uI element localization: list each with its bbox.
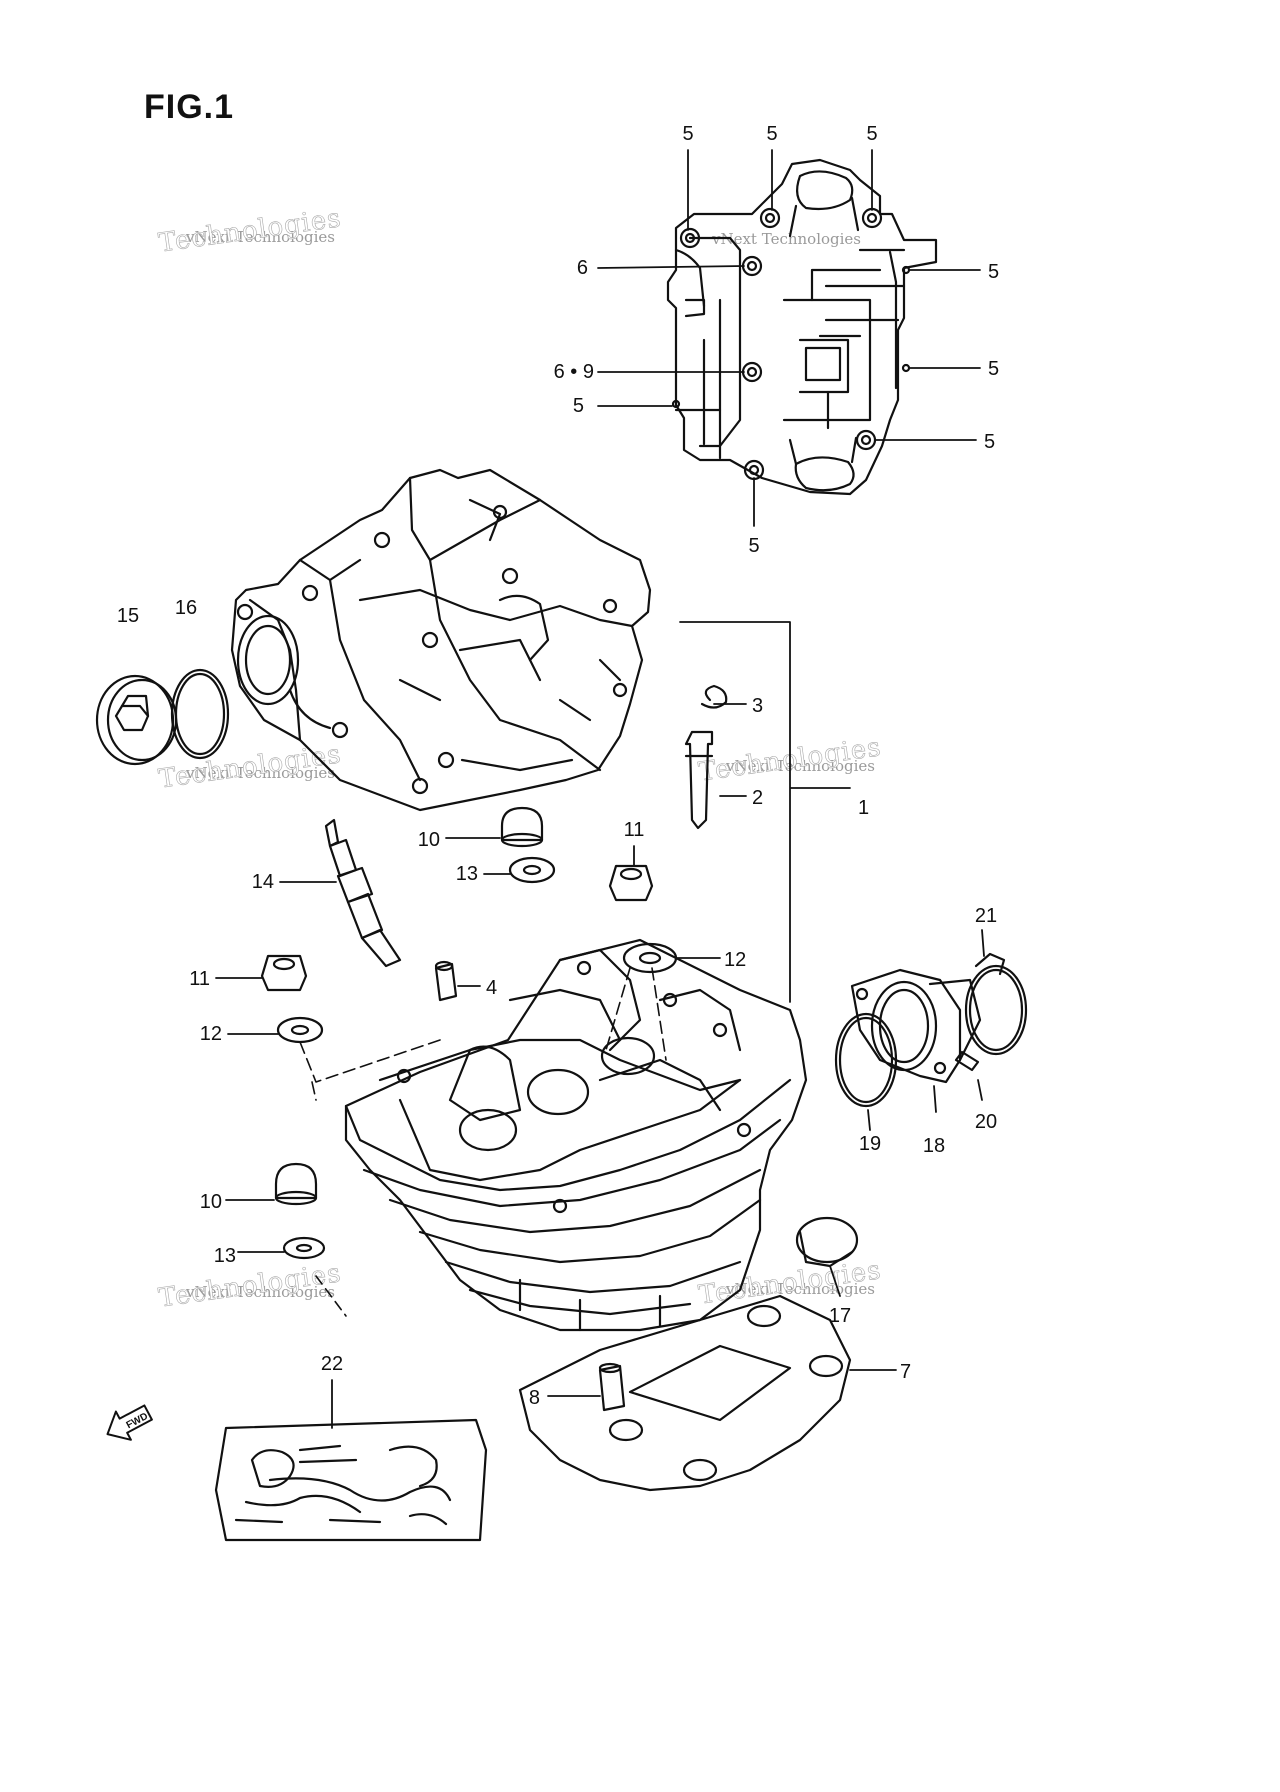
callout: 11: [189, 968, 210, 990]
callout: 2: [752, 787, 763, 809]
cap-nut-10-upper: [445, 806, 544, 848]
bracket-line: [679, 621, 851, 1003]
filler-cap: [95, 668, 230, 766]
spark-plug: [279, 818, 402, 968]
callout: 21: [975, 905, 997, 927]
callout: 5: [988, 358, 999, 380]
callout: 3: [752, 695, 763, 717]
valve-guide: [684, 684, 747, 830]
cylinder-head: [344, 938, 808, 1332]
callout: 19: [859, 1133, 881, 1155]
callout: 7: [900, 1361, 911, 1383]
callout: 5: [866, 123, 877, 145]
head-cover-top-view: [666, 158, 938, 496]
callout: 16: [175, 597, 197, 619]
washer-12-left: [227, 1016, 441, 1101]
callout: 17: [829, 1305, 851, 1327]
callout: 20: [975, 1111, 997, 1133]
fwd-arrow-icon: FWD: [106, 1404, 153, 1441]
callout: 5: [766, 123, 777, 145]
callout: 10: [200, 1191, 222, 1213]
dowel-8: [547, 1362, 626, 1412]
washer-13-upper: [483, 856, 556, 884]
dowel-4: [434, 960, 481, 1002]
callout: 4: [486, 977, 497, 999]
gasket-set: [214, 1379, 488, 1542]
figure-title: FIG.1: [144, 88, 235, 126]
callout: 5: [682, 123, 693, 145]
head-gasket: [518, 1294, 897, 1492]
callout: 5: [984, 431, 995, 453]
washer-13-lower: [237, 1236, 347, 1317]
plug-17: [795, 1216, 859, 1297]
callout: 12: [200, 1023, 222, 1045]
callout: 22: [321, 1353, 343, 1375]
callout: 12: [724, 949, 746, 971]
leaders-top-view: [597, 149, 981, 527]
callout: 13: [214, 1245, 236, 1267]
callout: 18: [923, 1135, 945, 1157]
callout: 11: [624, 819, 645, 841]
callout-labels: 5 5 5 5 5 5 5 5 6 6 • 9 15 16 3 2 1 10 1…: [117, 123, 999, 1409]
callout: 13: [456, 863, 478, 885]
callout: 5: [573, 395, 584, 417]
callout: 15: [117, 605, 139, 627]
head-cover-iso: [230, 468, 652, 812]
callout: 8: [529, 1387, 540, 1409]
nut-11-upper: [608, 845, 654, 902]
callout: 5: [988, 261, 999, 283]
callout: 5: [748, 535, 759, 557]
cap-nut-10-lower: [225, 1162, 318, 1206]
callout: 14: [252, 871, 274, 893]
intake-pipe: [834, 929, 1028, 1131]
callout: 1: [858, 797, 869, 819]
washer-12-right: [605, 942, 721, 1061]
callout: 6: [577, 257, 588, 279]
callout: 6 • 9: [554, 361, 594, 383]
callout: 10: [418, 829, 440, 851]
nut-11-left: [215, 954, 308, 992]
